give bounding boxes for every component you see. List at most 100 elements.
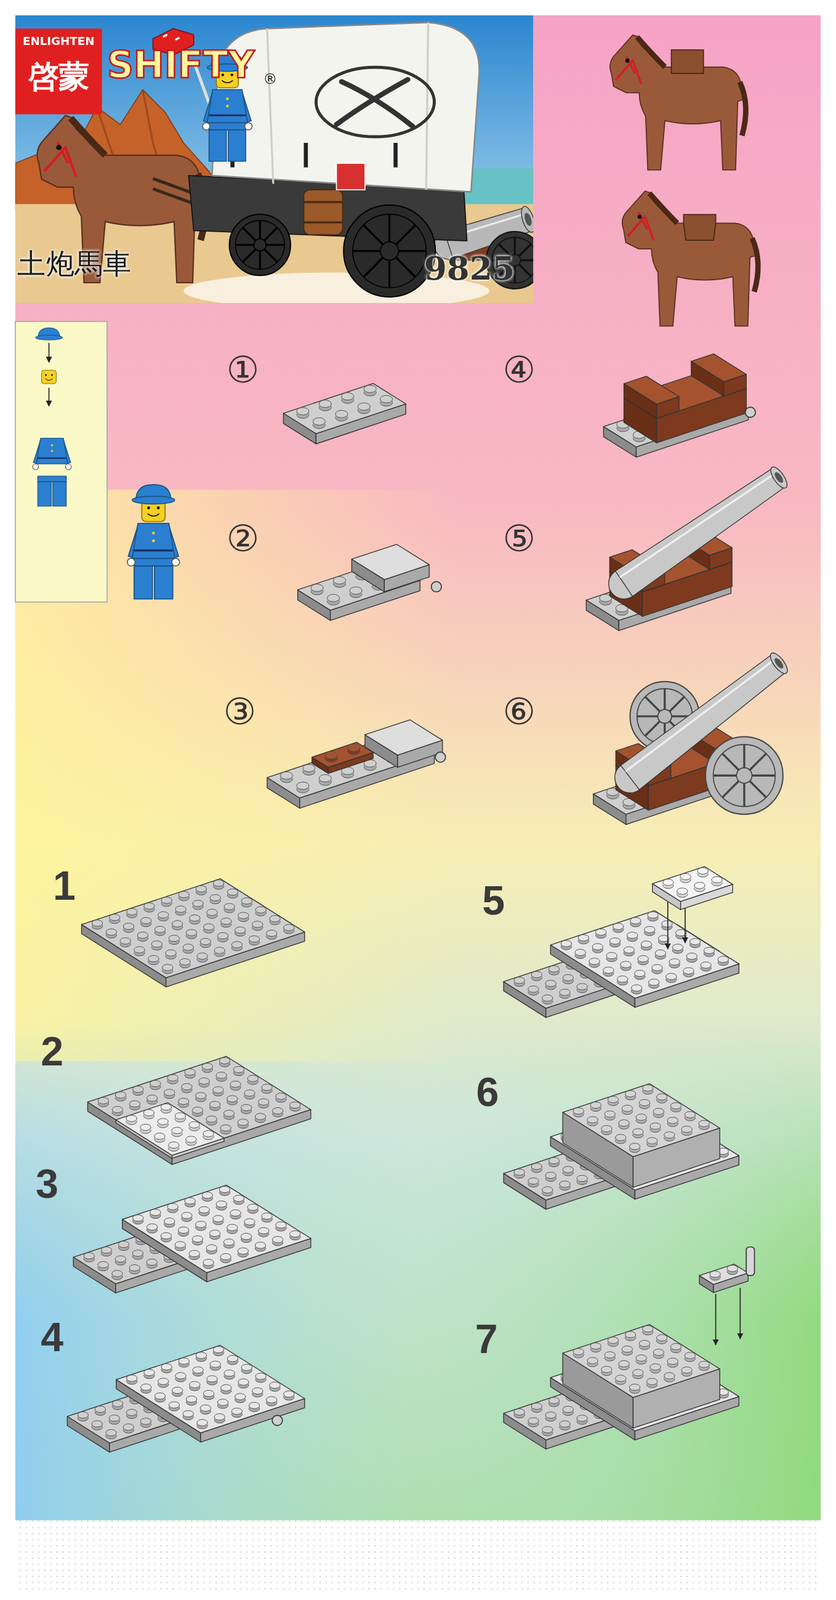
stud [266, 1396, 278, 1403]
stud [642, 1325, 654, 1332]
stud [573, 1107, 584, 1114]
stud [289, 1101, 301, 1108]
torso-button [152, 531, 156, 535]
stud [182, 943, 194, 950]
stud [144, 902, 155, 909]
stud [214, 946, 225, 953]
leg [134, 565, 153, 599]
horse-bridle [44, 142, 77, 177]
stud [164, 1089, 175, 1096]
wheel [343, 204, 436, 297]
stud [168, 1141, 180, 1148]
minifig-hands [202, 122, 252, 130]
horse-body [622, 190, 757, 326]
stud [182, 1409, 194, 1416]
wheel-hub [736, 767, 752, 784]
stud [189, 1380, 201, 1387]
stud [573, 1348, 584, 1355]
stud [157, 1117, 169, 1125]
stud [203, 1389, 215, 1396]
stud [711, 876, 723, 883]
stud [132, 1249, 143, 1256]
barrel-body [615, 467, 786, 596]
stud [140, 1383, 152, 1390]
stud [192, 1235, 203, 1242]
stud [154, 925, 165, 933]
stud [631, 984, 642, 991]
brick-face [115, 1101, 225, 1155]
horse-bridle [615, 56, 642, 84]
stud [258, 1226, 270, 1234]
brick-plate [699, 1263, 748, 1293]
stud [595, 928, 606, 935]
stud [672, 943, 683, 950]
stud [559, 988, 571, 995]
stud [157, 1117, 169, 1125]
background-tint [15, 489, 821, 1061]
stud [126, 908, 138, 915]
stud [578, 934, 589, 941]
stud [206, 1115, 217, 1122]
hand [202, 122, 210, 130]
stud [604, 1351, 615, 1358]
axle-pin [435, 751, 446, 763]
stud [238, 1378, 249, 1385]
barrel-bore [523, 211, 534, 227]
minifig-panel [15, 321, 108, 603]
wheel-inner [713, 744, 776, 807]
stud [647, 911, 659, 918]
stud [607, 1095, 619, 1102]
stud [318, 774, 332, 782]
wheel-inner [352, 214, 427, 288]
stud [621, 1345, 633, 1352]
brick-plate [365, 719, 443, 768]
leg [209, 129, 227, 162]
stud [640, 940, 652, 947]
stud [220, 1252, 231, 1259]
assembly-arrow [667, 901, 669, 949]
canopy-emblem [315, 67, 435, 137]
stud [542, 1425, 553, 1432]
stud [216, 1071, 227, 1078]
stud [648, 978, 660, 985]
stud [230, 1209, 241, 1216]
stud [195, 1220, 207, 1227]
stud [603, 966, 614, 973]
torso-belt [134, 549, 173, 551]
stud [175, 905, 186, 912]
minifig-hat [35, 327, 63, 340]
stud [209, 1229, 220, 1236]
brick-plate [312, 741, 374, 774]
stud [177, 1226, 189, 1233]
stud [150, 1208, 161, 1215]
stud [621, 1105, 633, 1112]
stud [618, 1359, 630, 1367]
stud [198, 1205, 210, 1213]
brick-face [283, 383, 406, 435]
barrel-highlight [619, 472, 777, 578]
stud [559, 1180, 571, 1187]
minifig-head [41, 369, 57, 384]
stud [624, 1330, 636, 1338]
hips [209, 122, 247, 130]
stud [639, 1098, 650, 1106]
horse-mane [70, 118, 106, 156]
stud [105, 928, 117, 935]
stud [196, 1418, 208, 1426]
stud [213, 1086, 224, 1093]
leg [52, 481, 67, 506]
stud [269, 1381, 281, 1388]
brick-plate [562, 1324, 720, 1428]
stud [200, 1404, 211, 1411]
stud [700, 961, 712, 968]
stud [223, 1109, 234, 1117]
stud [545, 1411, 556, 1418]
background-tint [15, 1020, 821, 1520]
stud [601, 1124, 612, 1131]
stud [154, 1132, 165, 1139]
stud [146, 1223, 157, 1230]
torso-button [51, 450, 53, 452]
minifig-hat [132, 484, 175, 504]
